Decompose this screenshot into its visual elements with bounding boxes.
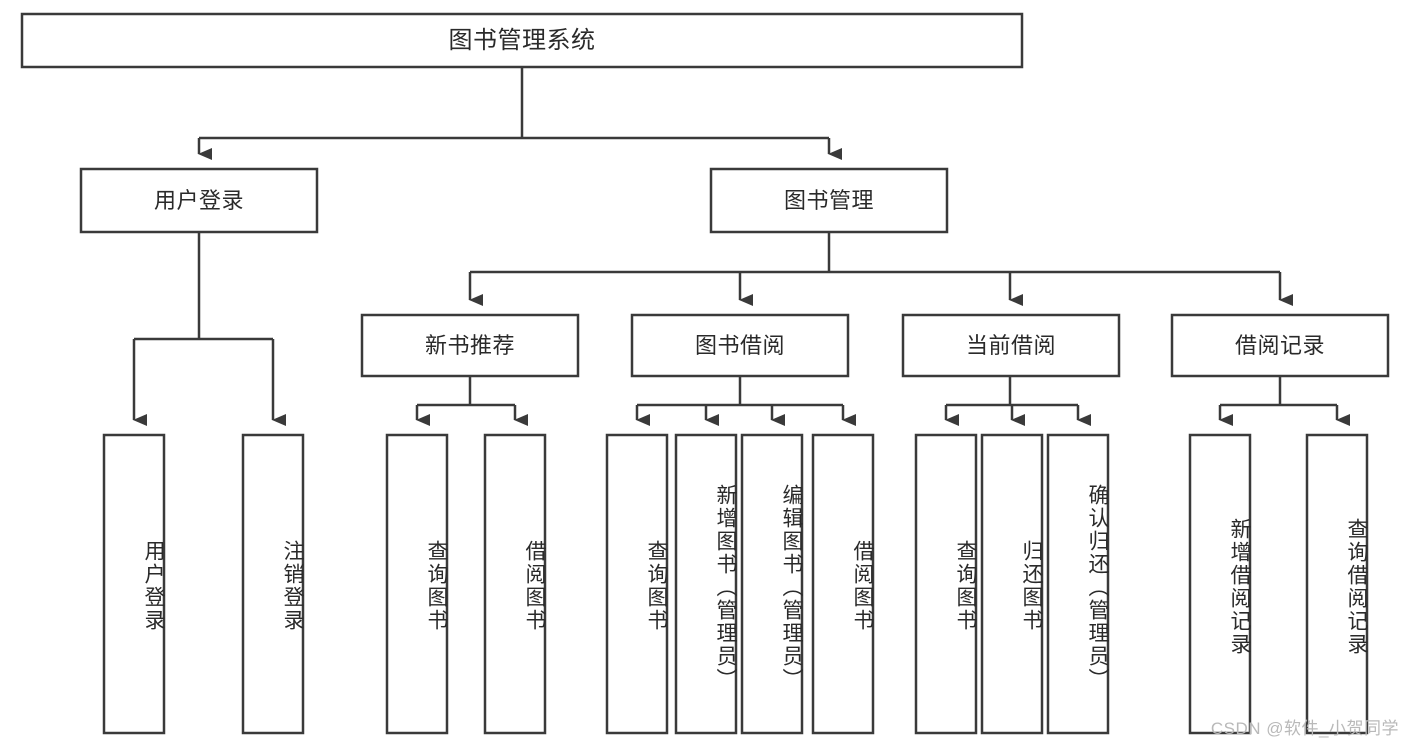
node-leaf-query-book-2[interactable] [605,433,669,735]
node-leaf-return-book[interactable] [980,433,1044,735]
node-leaf-user-login[interactable] [102,433,166,735]
node-new-book-recommend[interactable] [360,313,580,378]
node-leaf-query-book-1[interactable] [385,433,449,735]
node-book-management-system[interactable] [20,12,1024,69]
watermark-text: CSDN @软件_小贺同学 [1210,719,1399,738]
node-book-borrow[interactable] [630,313,850,378]
node-leaf-add-book[interactable] [674,433,738,735]
node-borrow-record[interactable] [1170,313,1390,378]
node-leaf-borrow-book-1[interactable] [483,433,547,735]
node-leaf-add-record[interactable] [1188,433,1252,735]
node-leaf-edit-book[interactable] [740,433,804,735]
node-leaf-logout-login[interactable] [241,433,305,735]
node-leaf-confirm-return[interactable] [1046,433,1110,735]
node-leaf-query-record[interactable] [1305,433,1369,735]
node-leaf-borrow-book-2[interactable] [811,433,875,735]
node-book-manage[interactable] [709,167,949,234]
node-leaf-query-book-3[interactable] [914,433,978,735]
node-current-borrow[interactable] [901,313,1121,378]
node-user-login[interactable] [79,167,319,234]
